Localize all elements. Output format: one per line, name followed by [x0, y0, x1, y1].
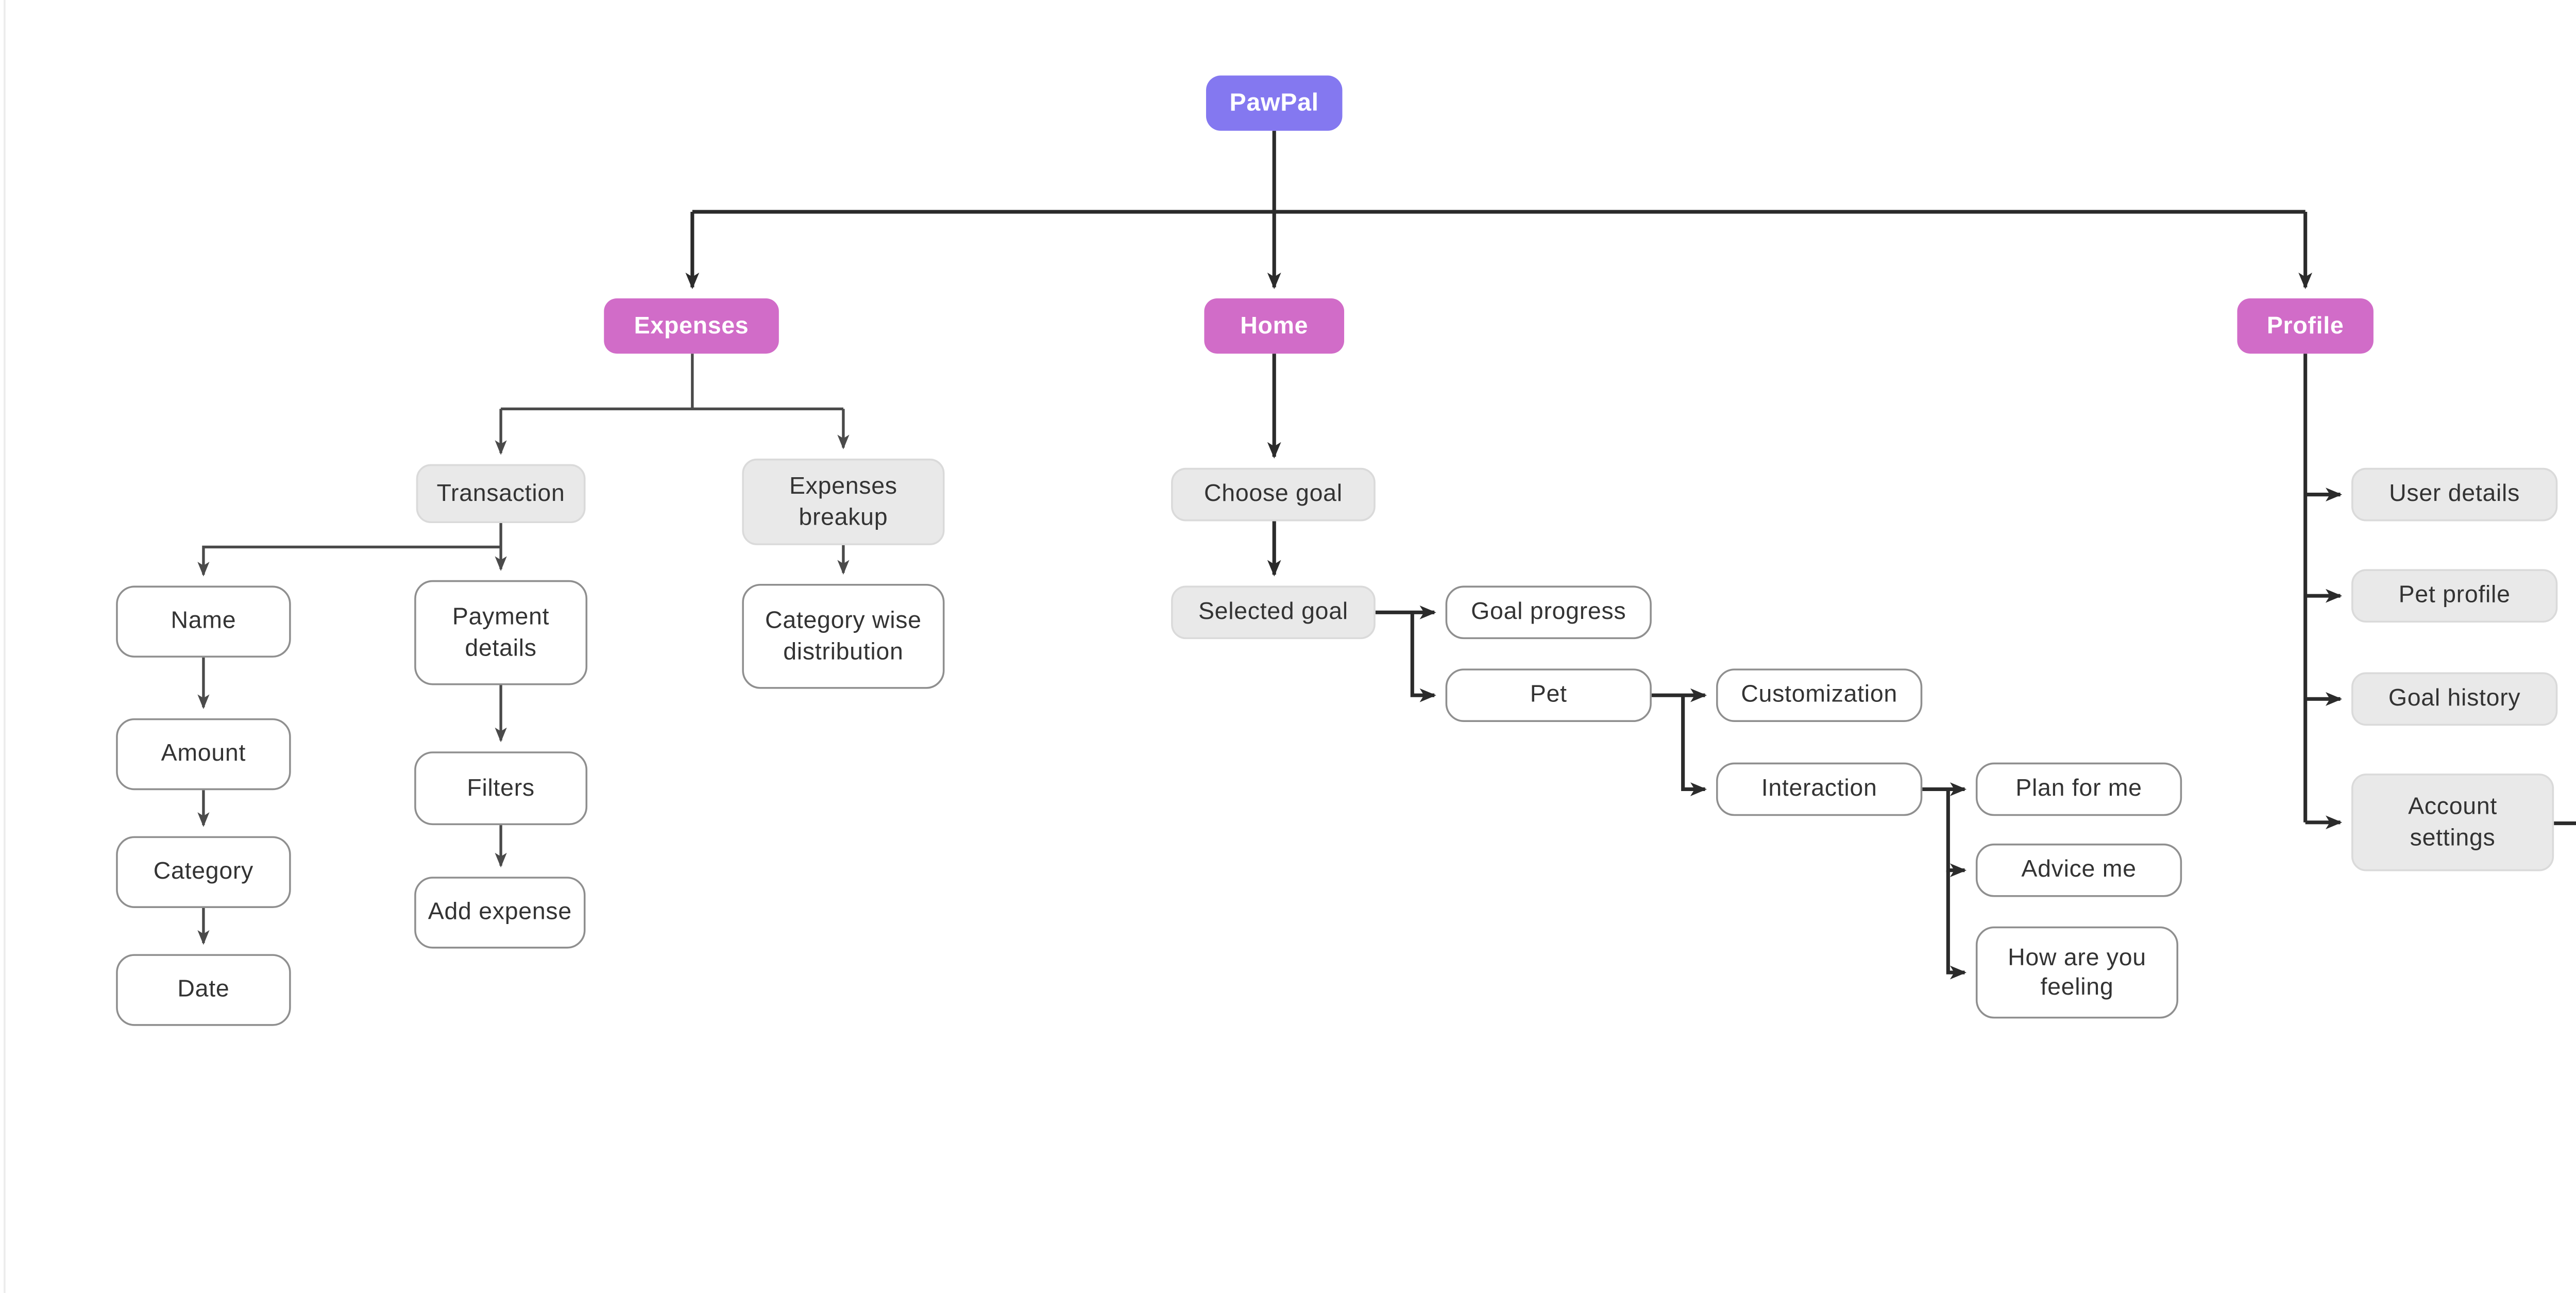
node-payment-details: Payment details [414, 580, 588, 685]
node-customization: Customization [1716, 668, 1923, 723]
node-pawpal: PawPal [1206, 75, 1343, 131]
node-home: Home [1204, 298, 1345, 354]
node-goal-progress: Goal progress [1445, 585, 1652, 640]
node-filters: Filters [414, 751, 588, 826]
connector-line [1946, 870, 1967, 980]
node-how-are-you-feeling: How are you feeling [1975, 926, 2179, 1019]
node-user-details: User details [2351, 467, 2558, 522]
node-goal-history: Goal history [2351, 672, 2558, 726]
node-category-wise-distribution: Category wise distribution [742, 583, 945, 689]
node-amount: Amount [116, 718, 291, 791]
node-category: Category [116, 836, 291, 908]
node-expenses: Expenses [604, 298, 779, 354]
node-pet-profile: Pet profile [2351, 569, 2558, 623]
node-add-expense: Add expense [414, 877, 586, 949]
node-transaction: Transaction [416, 464, 586, 524]
connector-line [197, 545, 501, 577]
node-advice-me: Advice me [1975, 843, 2182, 897]
node-interaction: Interaction [1716, 762, 1923, 816]
connector-line [1410, 612, 1436, 702]
node-date: Date [116, 954, 291, 1026]
connector-line [1946, 789, 1967, 878]
node-pet: Pet [1445, 668, 1652, 723]
node-expenses-breakup: Expenses breakup [742, 458, 945, 545]
node-account-settings: Account settings [2351, 774, 2554, 871]
connector-line [1681, 695, 1707, 796]
node-choose-goal: Choose goal [1171, 467, 1376, 522]
node-name: Name [116, 585, 291, 658]
node-selected-goal: Selected goal [1171, 585, 1376, 640]
node-plan-for-me: Plan for me [1975, 762, 2182, 816]
node-profile: Profile [2237, 298, 2374, 354]
